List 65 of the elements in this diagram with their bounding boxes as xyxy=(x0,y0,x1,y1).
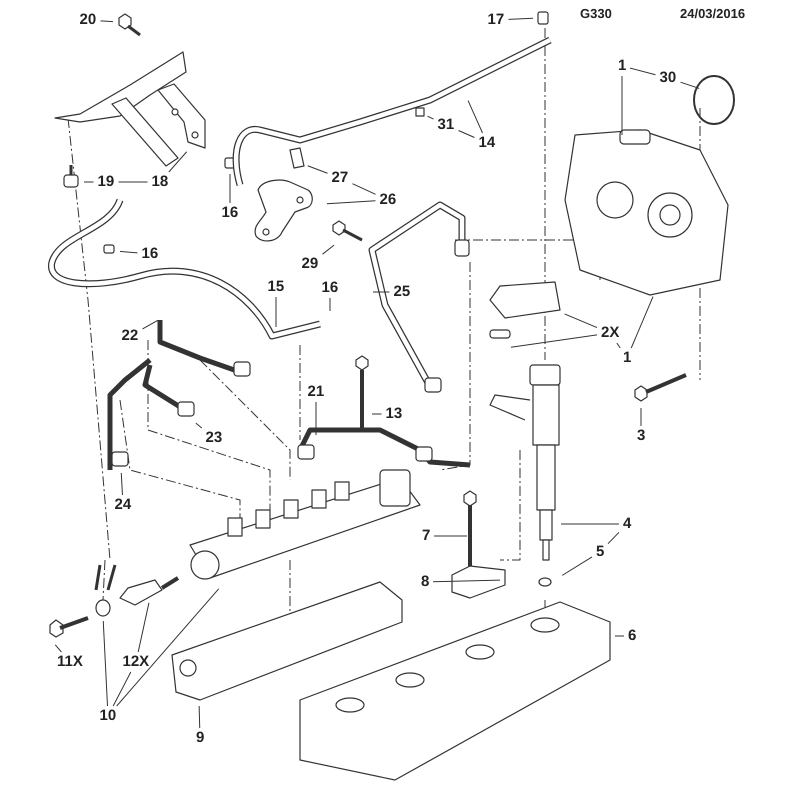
callout-number: 29 xyxy=(300,256,320,272)
callout-number: 24 xyxy=(114,497,132,513)
callout-number: 13 xyxy=(384,406,404,422)
callout-number: 7 xyxy=(421,528,432,544)
callout-number: 10 xyxy=(98,708,118,724)
callout-number: 4 xyxy=(622,516,632,532)
leader-line xyxy=(326,200,376,204)
leader-line xyxy=(54,644,62,652)
callout-number: 19 xyxy=(96,174,116,190)
leader-line xyxy=(630,296,654,348)
leader-line xyxy=(608,532,620,544)
callout-number: 23 xyxy=(204,430,224,446)
leader-line xyxy=(138,602,150,652)
leader-line xyxy=(195,422,202,428)
leader-line xyxy=(508,18,534,20)
leader-line xyxy=(102,620,108,706)
callout-number: 31 xyxy=(436,117,456,133)
leader-line xyxy=(322,244,335,255)
callout-number: 27 xyxy=(330,170,350,186)
callout-number: 16 xyxy=(320,280,340,296)
leader-line xyxy=(119,250,138,254)
leader-line xyxy=(616,342,621,348)
drawing-code: G330 xyxy=(580,6,612,21)
callout-number: 25 xyxy=(392,284,412,300)
callout-number: 2X xyxy=(600,325,620,341)
callout-number: 12X xyxy=(122,654,150,670)
leader-line xyxy=(100,20,114,22)
callout-number: 1 xyxy=(622,350,632,366)
callout-number: 17 xyxy=(486,12,506,28)
leader-line xyxy=(564,313,598,328)
leader-line xyxy=(307,165,328,174)
callout-number: 9 xyxy=(195,730,206,746)
callout-number: 26 xyxy=(378,192,398,208)
leader-line xyxy=(562,556,592,576)
leader-line xyxy=(468,100,484,134)
leader-line xyxy=(352,183,376,195)
leader-line xyxy=(458,130,475,138)
leader-line xyxy=(116,588,220,706)
leader-line xyxy=(680,82,700,89)
callout-number: 21 xyxy=(306,384,326,400)
callout-number: 3 xyxy=(636,428,646,444)
leader-line xyxy=(112,672,132,706)
callout-number: 16 xyxy=(220,205,240,221)
drawing-code: 24/03/2016 xyxy=(680,6,746,21)
leader-line xyxy=(510,334,598,348)
callout-number: 5 xyxy=(595,544,606,560)
callout-number: 11X xyxy=(56,654,84,670)
leader-line xyxy=(198,706,200,728)
callout-number: 22 xyxy=(120,328,140,344)
callout-number: 15 xyxy=(266,279,286,295)
callout-number: 20 xyxy=(78,12,98,28)
callout-number: 1 xyxy=(617,58,628,74)
callout-number: 8 xyxy=(420,574,430,590)
leader-line xyxy=(142,320,158,330)
leader-line xyxy=(168,151,188,172)
leader-line xyxy=(640,408,642,426)
leader-line xyxy=(630,68,656,76)
callout-number: 14 xyxy=(478,135,496,151)
leader-line xyxy=(427,116,434,120)
callout-number: 18 xyxy=(150,174,170,190)
callout-number: 16 xyxy=(140,246,160,262)
leader-line xyxy=(432,580,500,582)
leader-line xyxy=(120,472,123,496)
callout-number: 30 xyxy=(658,70,678,86)
callout-number: 6 xyxy=(627,628,638,644)
